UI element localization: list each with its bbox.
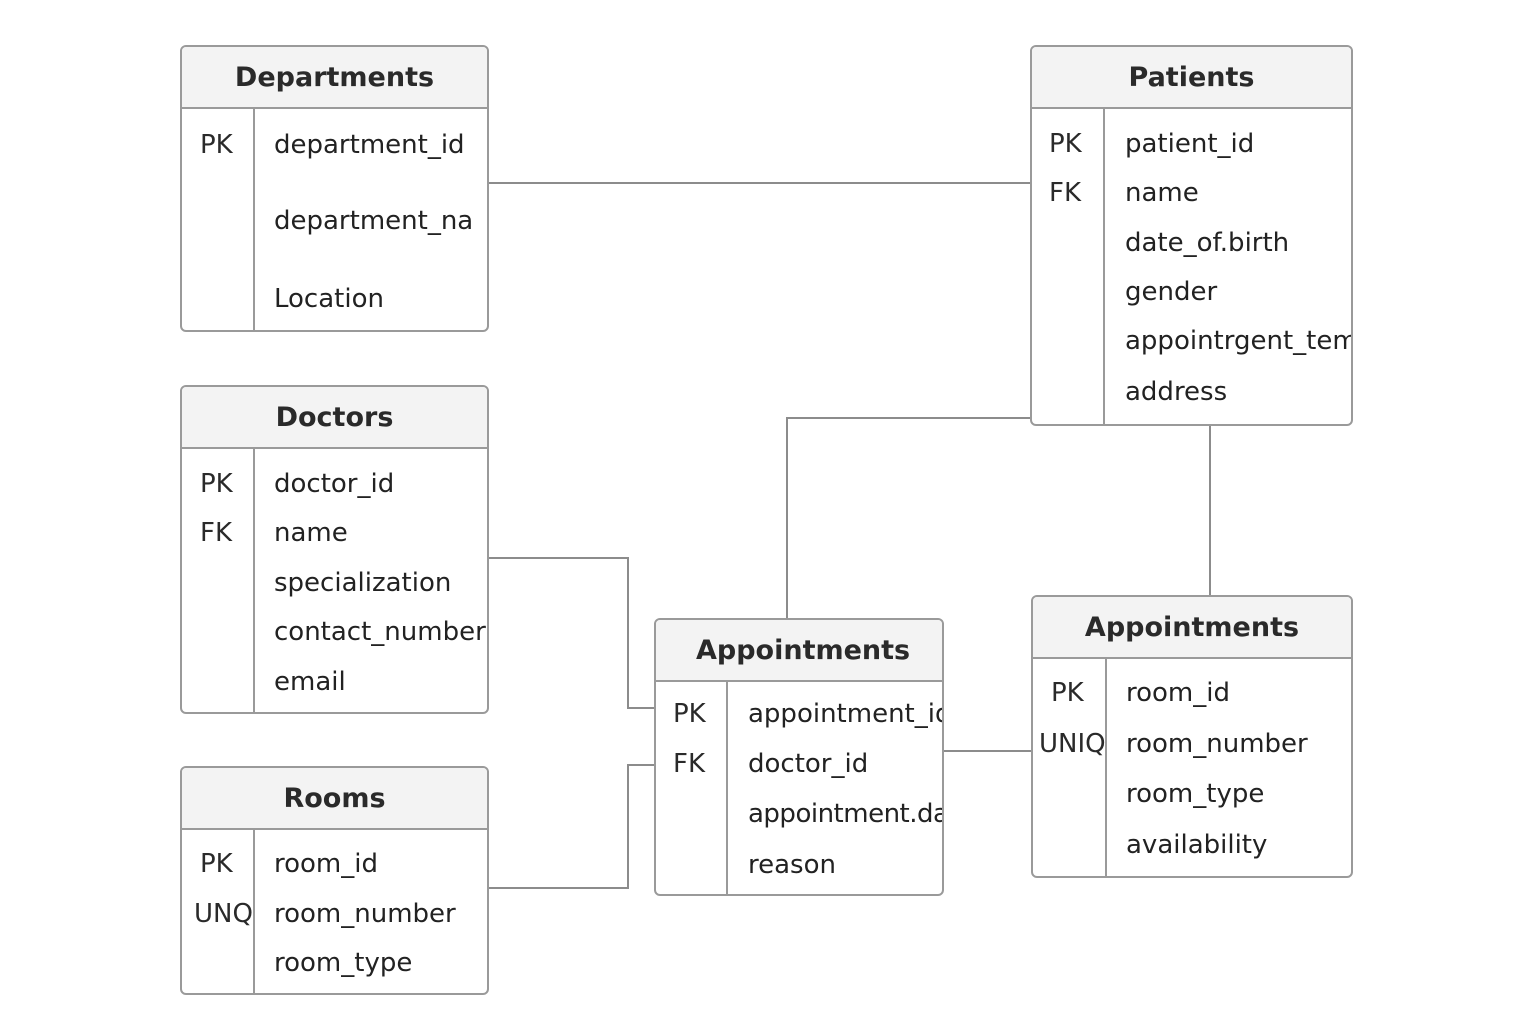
entity-body: PK doctor_id FK name specialization cont… bbox=[182, 449, 487, 712]
entity-row: UNIQ room_number bbox=[1033, 724, 1351, 764]
entity-rooms[interactable]: Rooms PK room_id UNQ room_number room_ty… bbox=[180, 766, 489, 995]
entity-row: PK doctor_id bbox=[182, 464, 487, 504]
key-label: PK bbox=[200, 849, 233, 879]
entity-row: availability bbox=[1033, 825, 1351, 865]
entity-row: Location bbox=[182, 279, 487, 319]
entity-title: Appointments bbox=[1033, 597, 1351, 659]
entity-row: specialization bbox=[182, 563, 487, 603]
entity-appointments-right[interactable]: Appointments PK room_id UNIQ room_number… bbox=[1031, 595, 1353, 878]
column-divider bbox=[726, 682, 728, 894]
entity-title: Rooms bbox=[182, 768, 487, 830]
entity-title: Doctors bbox=[182, 387, 487, 449]
entity-body: PK room_id UNQ room_number room_type bbox=[182, 830, 487, 993]
field-name: reason bbox=[748, 850, 836, 880]
field-name: doctor_id bbox=[748, 749, 869, 779]
field-name: contact_number bbox=[274, 617, 486, 647]
line-patients-appointments-center bbox=[786, 417, 1031, 619]
field-name: email bbox=[274, 667, 346, 697]
key-label: PK bbox=[200, 469, 233, 499]
field-name: date_of.birth bbox=[1125, 228, 1290, 258]
field-name: room_id bbox=[1126, 678, 1230, 708]
entity-title: Appointments bbox=[656, 620, 942, 682]
line-rooms-appointments bbox=[489, 764, 655, 889]
entity-body: PK appointment_id FK doctor_id appointme… bbox=[656, 682, 942, 894]
field-name: room_id bbox=[274, 849, 378, 879]
field-name: department_id bbox=[274, 130, 465, 160]
entity-doctors[interactable]: Doctors PK doctor_id FK name specializat… bbox=[180, 385, 489, 714]
entity-title: Patients bbox=[1032, 47, 1351, 109]
field-name: room_type bbox=[1126, 779, 1265, 809]
field-name: room_number bbox=[274, 899, 456, 929]
field-name: room_number bbox=[1126, 729, 1308, 759]
field-name: name bbox=[1125, 178, 1199, 208]
entity-row: room_type bbox=[182, 943, 487, 983]
column-divider bbox=[253, 830, 255, 993]
field-name: appointment.dat bbox=[748, 799, 944, 829]
key-label: UNQ bbox=[194, 899, 253, 929]
entity-row: PK room_id bbox=[1033, 673, 1351, 713]
column-divider bbox=[1105, 659, 1107, 876]
column-divider bbox=[253, 109, 255, 330]
column-divider bbox=[253, 449, 255, 712]
entity-body: PK room_id UNIQ room_number room_type av… bbox=[1033, 659, 1351, 876]
entity-row: room_type bbox=[1033, 774, 1351, 814]
entity-row: FK name bbox=[1032, 173, 1351, 213]
entity-row: PK appointment_id bbox=[656, 694, 942, 734]
entity-appointments-center[interactable]: Appointments PK appointment_id FK doctor… bbox=[654, 618, 944, 896]
entity-row: PK room_id bbox=[182, 844, 487, 884]
field-name: availability bbox=[1126, 830, 1268, 860]
field-name: specialization bbox=[274, 568, 452, 598]
entity-patients[interactable]: Patients PK patient_id FK name date_of.b… bbox=[1030, 45, 1353, 426]
entity-title: Departments bbox=[182, 47, 487, 109]
key-label: FK bbox=[200, 518, 233, 548]
key-label: FK bbox=[1049, 178, 1082, 208]
key-label: PK bbox=[200, 130, 233, 160]
entity-row: address bbox=[1032, 372, 1351, 412]
entity-row: FK doctor_id bbox=[656, 744, 942, 784]
key-label: PK bbox=[673, 699, 706, 729]
field-name: appointrgent_tem bbox=[1125, 326, 1351, 356]
key-label: FK bbox=[673, 749, 706, 779]
entity-row: email bbox=[182, 662, 487, 702]
field-name: doctor_id bbox=[274, 469, 395, 499]
entity-row: department_na bbox=[182, 201, 487, 241]
field-name: name bbox=[274, 518, 348, 548]
column-divider bbox=[1103, 109, 1105, 424]
entity-body: PK patient_id FK name date_of.birth gend… bbox=[1032, 109, 1351, 424]
field-name: room_type bbox=[274, 948, 413, 978]
key-label: PK bbox=[1049, 129, 1082, 159]
entity-row: PK patient_id bbox=[1032, 124, 1351, 164]
key-label: PK bbox=[1051, 678, 1084, 708]
field-name: patient_id bbox=[1125, 129, 1255, 159]
field-name: department_na bbox=[274, 206, 474, 236]
line-doctors-appointments bbox=[489, 557, 655, 709]
entity-body: PK department_id department_na Location bbox=[182, 109, 487, 330]
entity-row: gender bbox=[1032, 272, 1351, 312]
entity-row: PK department_id bbox=[182, 125, 487, 165]
entity-row: appointrgent_tem bbox=[1032, 321, 1351, 361]
entity-row: appointment.dat bbox=[656, 794, 942, 834]
field-name: appointment_id bbox=[748, 699, 944, 729]
field-name: Location bbox=[274, 284, 384, 314]
entity-row: UNQ room_number bbox=[182, 894, 487, 934]
entity-departments[interactable]: Departments PK department_id department_… bbox=[180, 45, 489, 332]
entity-row: contact_number bbox=[182, 612, 487, 652]
field-name: address bbox=[1125, 377, 1228, 407]
entity-row: FK name bbox=[182, 513, 487, 553]
entity-row: date_of.birth bbox=[1032, 223, 1351, 263]
field-name: gender bbox=[1125, 277, 1218, 307]
entity-row: reason bbox=[656, 845, 942, 885]
key-label: UNIQ bbox=[1039, 729, 1106, 759]
